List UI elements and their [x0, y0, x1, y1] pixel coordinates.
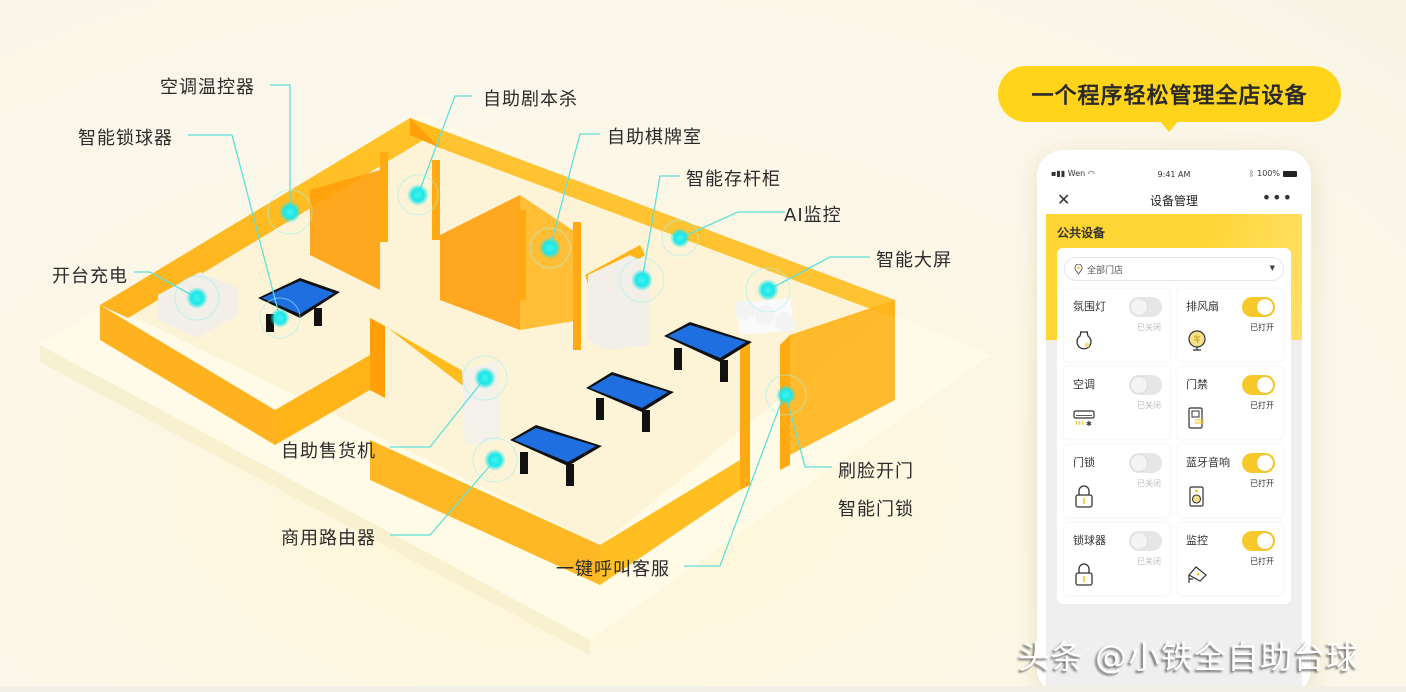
status-carrier: ▪▮▮ Wen ◠ — [1051, 169, 1095, 178]
battery-icon — [1283, 170, 1297, 177]
device-card-access-control[interactable]: 门禁 已打开 — [1177, 367, 1283, 439]
callout-smart-door-lock: 智能门锁 — [838, 499, 914, 520]
headline-bubble: 一个程序轻松管理全店设备 — [998, 66, 1341, 122]
device-toggle[interactable] — [1129, 453, 1162, 473]
device-name: 门禁 — [1186, 378, 1208, 391]
access-control-icon — [1188, 407, 1204, 429]
store-floor-plan — [40, 84, 990, 655]
billiard-table — [664, 322, 752, 382]
callout-smart-ball-lock: 智能锁球器 — [78, 128, 173, 149]
callout-smart-big-screen: 智能大屏 — [876, 250, 952, 271]
device-state: 已关闭 — [1137, 479, 1161, 488]
device-card-ball-lock[interactable]: 锁球器 已关闭 — [1064, 523, 1170, 595]
device-name: 监控 — [1186, 534, 1208, 547]
device-toggle[interactable] — [1242, 531, 1275, 551]
camera-icon — [1188, 566, 1207, 583]
close-icon[interactable]: ✕ — [1057, 190, 1071, 209]
device-card-exhaust-fan[interactable]: 排风扇 已打开 — [1177, 289, 1283, 361]
callout-smart-cue-cabinet: 智能存杆柜 — [686, 169, 781, 190]
device-state: 已关闭 — [1137, 557, 1161, 566]
leader-lines — [134, 84, 870, 567]
phone-mockup: ▪▮▮ Wen ◠ 9:41 AM ᛒ 100% ✕ 设备管理 ••• 公共设备 — [1037, 150, 1311, 692]
bubble-tail — [1159, 120, 1179, 132]
callout-ai-monitor: AI监控 — [784, 205, 842, 226]
billiard-table — [510, 425, 602, 486]
status-battery: ᛒ 100% — [1249, 169, 1297, 178]
callout-ac-thermostat: 空调温控器 — [160, 77, 255, 98]
more-icon[interactable]: ••• — [1261, 188, 1293, 207]
device-state: 已打开 — [1250, 479, 1274, 488]
location-pin-icon — [1074, 263, 1083, 275]
device-grid: 氛围灯 已关闭 排风扇 已打开 空 — [1064, 289, 1284, 595]
device-card-surveillance[interactable]: 监控 已打开 — [1177, 523, 1283, 595]
callout-self-murder-mystery: 自助剧本杀 — [483, 89, 578, 110]
device-card-air-conditioner[interactable]: 空调 已关闭 ✱ — [1064, 367, 1170, 439]
device-card-door-lock[interactable]: 门锁 已关闭 — [1064, 445, 1170, 517]
device-name: 排风扇 — [1186, 300, 1219, 313]
device-toggle[interactable] — [1129, 531, 1162, 551]
bluetooth-icon: ᛒ — [1249, 169, 1255, 178]
bottom-strip — [0, 686, 1406, 692]
nav-bar: ✕ 设备管理 ••• — [1037, 188, 1311, 212]
lock-icon — [1075, 563, 1093, 586]
device-name: 空调 — [1073, 378, 1095, 391]
status-time: 9:41 AM — [1157, 170, 1191, 179]
device-name: 门锁 — [1073, 456, 1095, 469]
store-selector-value: 全部门店 — [1087, 265, 1124, 276]
device-state: 已打开 — [1250, 323, 1274, 332]
device-toggle[interactable] — [1242, 297, 1275, 317]
store-selector[interactable]: 全部门店 ▼ — [1064, 257, 1284, 281]
air-conditioner-icon: ✱ — [1073, 410, 1095, 428]
device-card-ambient-light[interactable]: 氛围灯 已关闭 — [1064, 289, 1170, 361]
callout-self-chess-room: 自助棋牌室 — [607, 127, 702, 148]
callout-commercial-router: 商用路由器 — [281, 528, 376, 549]
callout-vending-machine: 自助售货机 — [281, 441, 376, 462]
device-toggle[interactable] — [1129, 297, 1162, 317]
device-state: 已打开 — [1250, 401, 1274, 410]
wifi-icon: ◠ — [1087, 169, 1095, 178]
status-bar: ▪▮▮ Wen ◠ 9:41 AM ᛒ 100% — [1037, 168, 1311, 182]
billiard-table — [258, 278, 340, 332]
device-toggle[interactable] — [1242, 375, 1275, 395]
wall-back-left — [100, 118, 440, 318]
bulb-icon — [1076, 331, 1092, 350]
hotspots — [174, 174, 807, 483]
device-name: 氛围灯 — [1073, 300, 1106, 313]
headline-text: 一个程序轻松管理全店设备 — [1031, 84, 1308, 109]
device-name: 锁球器 — [1073, 534, 1106, 547]
billiard-table — [586, 372, 674, 432]
wall-front — [370, 440, 600, 585]
dropdown-arrow-icon: ▼ — [1269, 264, 1275, 272]
callout-one-click-service: 一键呼叫客服 — [556, 559, 670, 580]
signal-icon: ▪▮▮ — [1051, 169, 1066, 178]
device-state: 已关闭 — [1137, 401, 1161, 410]
nav-title: 设备管理 — [1149, 194, 1198, 208]
callout-table-charging: 开台充电 — [52, 266, 128, 287]
speaker-icon — [1189, 486, 1204, 507]
watermark: 头条 @小铁全自助台球 — [1018, 638, 1360, 676]
device-toggle[interactable] — [1242, 453, 1275, 473]
callout-face-door: 刷脸开门 — [838, 461, 914, 482]
lock-icon — [1075, 485, 1093, 508]
svg-text:✱: ✱ — [1086, 420, 1092, 428]
device-state: 已关闭 — [1137, 323, 1161, 332]
section-title: 公共设备 — [1057, 226, 1106, 240]
fan-icon — [1188, 330, 1206, 351]
device-name: 蓝牙音响 — [1186, 456, 1230, 469]
device-card-bluetooth-speaker[interactable]: 蓝牙音响 已打开 — [1177, 445, 1283, 517]
device-state: 已打开 — [1250, 557, 1274, 566]
wall-room1 — [310, 170, 380, 290]
device-toggle[interactable] — [1129, 375, 1162, 395]
